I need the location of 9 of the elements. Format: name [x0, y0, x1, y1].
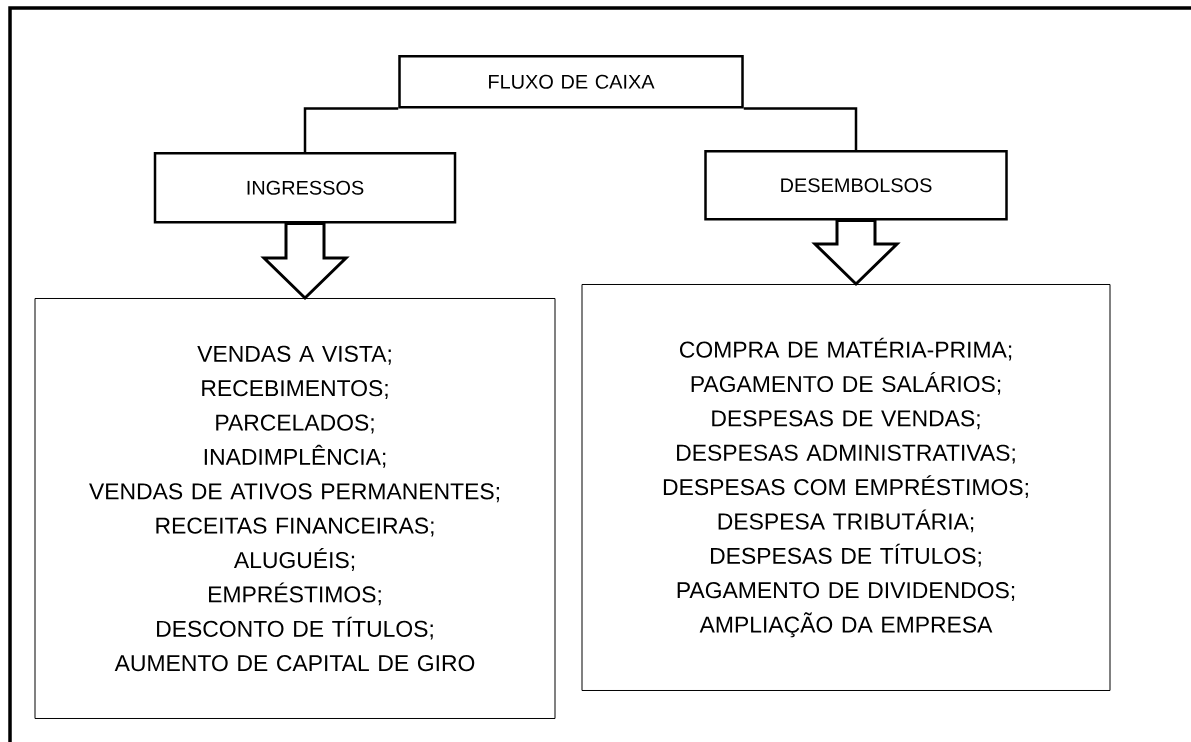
category-box: FLUXO DE CAIXA [398, 55, 744, 109]
category-box: INGRESSOS [153, 152, 457, 224]
category-box: DESEMBOLSOS [704, 150, 1008, 221]
hollow-arrow [811, 219, 901, 287]
connector-line [743, 107, 858, 150]
hollow-arrow [260, 222, 350, 301]
list-box: VENDAS A VISTA; RECEBIMENTOS; PARCELADOS; INADIMPLÊNCIA; VENDAS DE ATIVOS PERMANENTES; RECEITAS FINANCEIRAS; ALUGUÉIS; EMPRÉSTIMOS; DESCONTO DE TÍTULOS; AUMENTO DE CAPITAL DE GIRO [34, 298, 556, 719]
connector-line [303, 107, 399, 152]
list-box: COMPRA DE MATÉRIA-PRIMA; PAGAMENTO DE SALÁRIOS; DESPESAS DE VENDAS; DESPESAS ADMINISTRATIVAS; DESPESAS COM EMPRÉSTIMOS; DESPESA TRIBUTÁRIA; DESPESAS DE TÍTULOS; PAGAMENTO DE DIVIDENDOS; AMPLIAÇÃO DA EMPRESA [581, 284, 1111, 691]
